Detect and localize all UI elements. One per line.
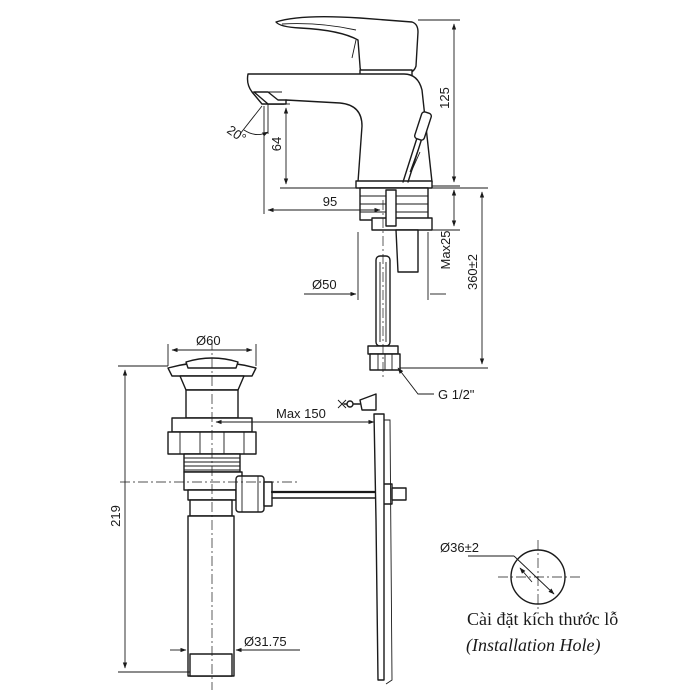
tailpiece xyxy=(187,515,235,677)
pivot-nut xyxy=(235,475,265,513)
dim-125: 125 xyxy=(418,19,460,187)
dim-360: 360±2 xyxy=(400,187,488,369)
dim-label-36: Ø36±2 xyxy=(440,540,479,555)
faucet-spout xyxy=(246,73,433,183)
dim-label-95: 95 xyxy=(323,194,337,209)
lift-strap xyxy=(373,413,385,681)
installation-hole: Ø36±2 xyxy=(440,540,580,614)
dim-label-angle: 20° xyxy=(224,122,249,146)
dim-label-360: 360±2 xyxy=(465,254,480,290)
caption-english: (Installation Hole) xyxy=(466,635,600,656)
dim-label-125: 125 xyxy=(437,87,452,109)
dim-label-50: Ø50 xyxy=(312,277,337,292)
faucet-base xyxy=(355,180,433,189)
faucet-lever xyxy=(275,15,419,74)
dim-50: Ø50 xyxy=(304,232,446,300)
dim-64: 64 xyxy=(269,103,356,189)
dim-label-thread: G 1/2" xyxy=(438,387,475,402)
faucet-shank xyxy=(359,187,433,371)
dim-label-64: 64 xyxy=(269,137,284,151)
dim-angle: 20° xyxy=(224,104,269,146)
dim-label-60: Ø60 xyxy=(196,333,221,348)
dim-thread: G 1/2" xyxy=(397,367,475,402)
dim-label-max150: Max 150 xyxy=(276,406,326,421)
dim-219: 219 xyxy=(108,365,190,673)
dim-95: 95 xyxy=(263,106,381,214)
caption-vietnamese: Cài đặt kích thước lỗ xyxy=(467,609,618,629)
dim-label-219: 219 xyxy=(108,505,123,527)
dim-31-75: Ø31.75 xyxy=(170,634,300,653)
dim-label-31-75: Ø31.75 xyxy=(244,634,287,649)
dim-max150: Max 150 xyxy=(215,406,375,425)
dim-label-max25: Max25 xyxy=(438,230,453,269)
dim-60: Ø60 xyxy=(167,333,257,366)
dim-max25: Max25 xyxy=(432,189,460,270)
faucet-body xyxy=(246,15,433,189)
